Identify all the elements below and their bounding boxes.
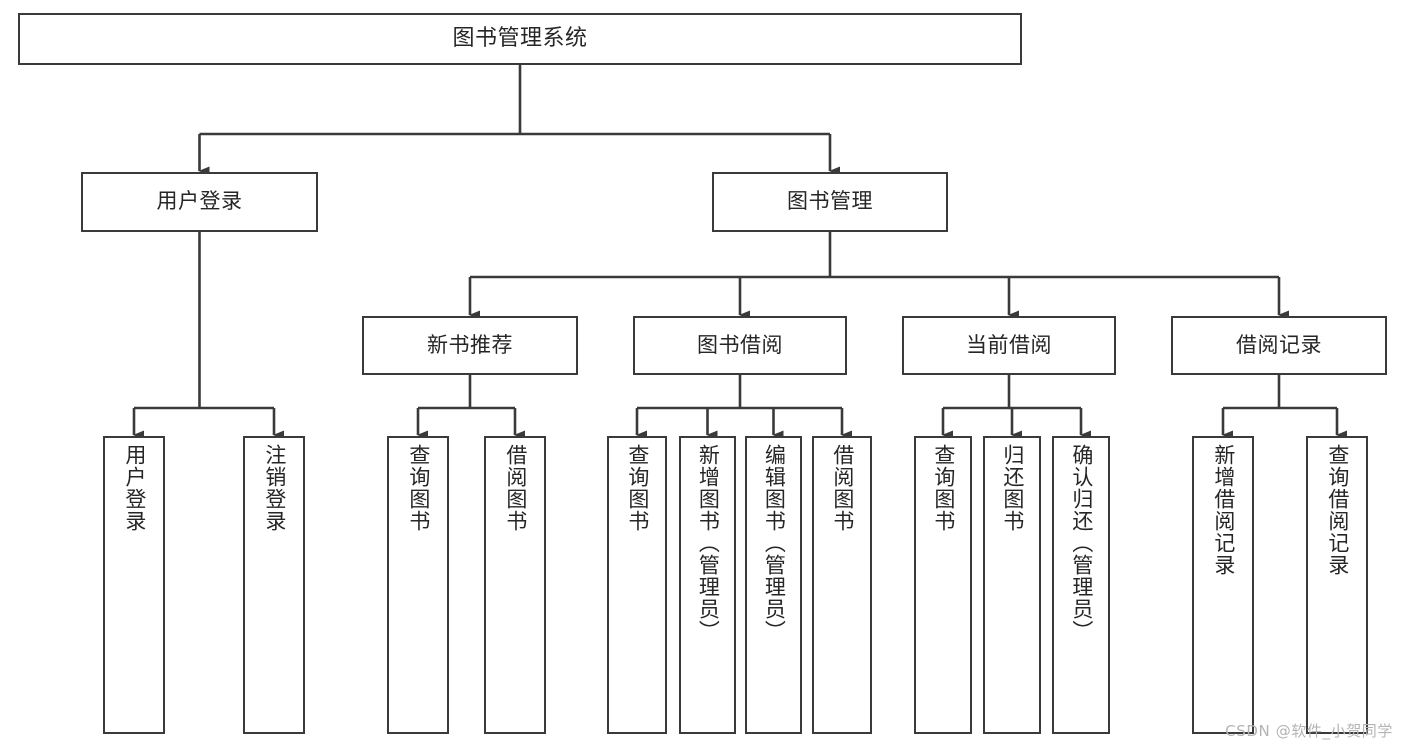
leaf-return-book[interactable]: 归还图书 [983,436,1041,734]
leaf-borrow-book-1[interactable]: 借阅图书 [484,436,546,734]
leaf-query-book-3-label: 查询图书 [931,444,956,532]
leaf-edit-book[interactable]: 编辑图书（管理员） [745,436,802,734]
node-book-manage[interactable]: 图书管理 [712,172,948,232]
node-user-login[interactable]: 用户登录 [81,172,318,232]
node-new-book-rec[interactable]: 新书推荐 [362,316,578,375]
leaf-query-book-1[interactable]: 查询图书 [387,436,449,734]
leaf-query-book-3[interactable]: 查询图书 [914,436,972,734]
node-book-borrow[interactable]: 图书借阅 [633,316,847,375]
node-root[interactable]: 图书管理系统 [18,13,1022,65]
leaf-add-book-label: 新增图书（管理员） [696,444,721,642]
node-new-book-rec-label: 新书推荐 [427,332,513,357]
leaf-logout[interactable]: 注销登录 [243,436,305,734]
node-root-label: 图书管理系统 [452,25,588,51]
leaf-add-loan-record-label: 新增借阅记录 [1211,444,1236,576]
leaf-query-loan-record-label: 查询借阅记录 [1325,444,1350,576]
node-book-manage-label: 图书管理 [787,189,873,214]
leaf-add-loan-record[interactable]: 新增借阅记录 [1192,436,1254,734]
node-book-borrow-label: 图书借阅 [697,332,783,357]
leaf-borrow-book-1-label: 借阅图书 [503,444,528,532]
leaf-logout-label: 注销登录 [262,444,287,532]
leaf-user-login-label: 用户登录 [122,444,147,532]
node-current-loan-label: 当前借阅 [966,332,1052,357]
leaf-return-book-label: 归还图书 [1000,444,1025,532]
leaf-user-login[interactable]: 用户登录 [103,436,165,734]
csdn-watermark: CSDN @软件_小贺同学 [1225,722,1393,740]
leaf-query-book-1-label: 查询图书 [406,444,431,532]
leaf-borrow-book-2[interactable]: 借阅图书 [812,436,872,734]
leaf-query-loan-record[interactable]: 查询借阅记录 [1306,436,1368,734]
node-loan-record-label: 借阅记录 [1236,332,1322,357]
leaf-confirm-return[interactable]: 确认归还（管理员） [1052,436,1110,734]
node-current-loan[interactable]: 当前借阅 [902,316,1116,375]
leaf-confirm-return-label: 确认归还（管理员） [1069,444,1094,642]
node-loan-record[interactable]: 借阅记录 [1171,316,1387,375]
leaf-borrow-book-2-label: 借阅图书 [830,444,855,532]
leaf-query-book-2[interactable]: 查询图书 [607,436,667,734]
leaf-add-book[interactable]: 新增图书（管理员） [679,436,736,734]
leaf-edit-book-label: 编辑图书（管理员） [762,444,787,642]
node-user-login-label: 用户登录 [156,189,243,214]
leaf-query-book-2-label: 查询图书 [625,444,650,532]
